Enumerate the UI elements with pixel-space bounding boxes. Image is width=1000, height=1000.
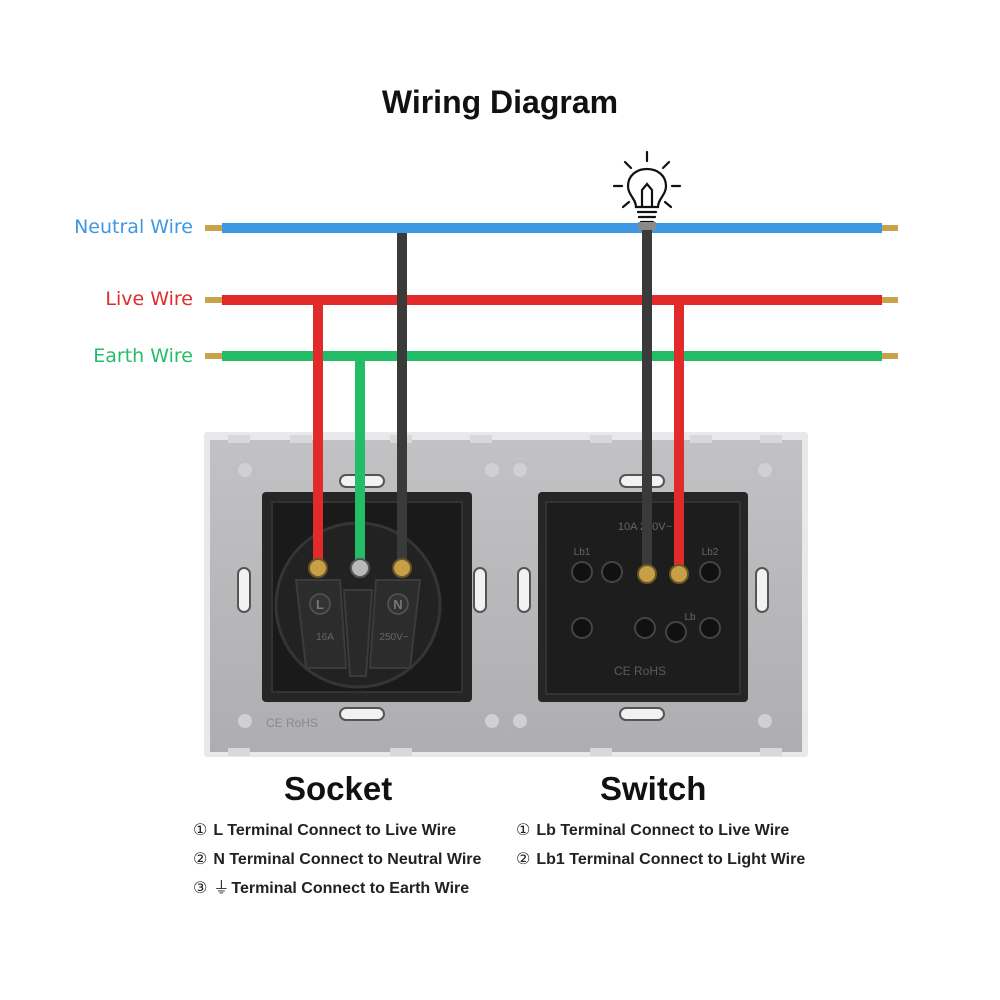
- switch-terminal-label-lb: Lb: [684, 612, 696, 623]
- earth-symbol-icon: ⏚: [213, 878, 230, 897]
- socket-terminal-label-l: L: [316, 597, 324, 612]
- neutral-wire-label: Neutral Wire: [74, 216, 193, 238]
- switch-marks: CE RoHS: [614, 664, 666, 678]
- socket-earth-drop: [355, 361, 365, 565]
- live-wire: [222, 295, 882, 305]
- socket-rating-left: 16A: [316, 632, 334, 643]
- terminal-screws: [308, 558, 689, 584]
- switch-live-drop: [674, 305, 684, 572]
- neutral-wire: [222, 223, 882, 233]
- socket-title: Socket: [284, 770, 393, 807]
- lamp-wire: [642, 224, 652, 572]
- socket-neutral-drop: [397, 233, 407, 565]
- drop-wires: [313, 222, 684, 572]
- socket-terminal-label-n: N: [393, 597, 402, 612]
- socket-note: ③⏚Terminal Connect to Earth Wire: [193, 878, 470, 897]
- bus-wires: [205, 223, 898, 361]
- switch-terminal-label-lb2: Lb2: [702, 547, 719, 558]
- earth-wire-label: Earth Wire: [93, 345, 193, 367]
- plate-marks: CE RoHS: [266, 716, 318, 730]
- diagram-title: Wiring Diagram: [381, 84, 619, 120]
- live-wire-label: Live Wire: [105, 288, 193, 310]
- light-bulb-icon: [612, 150, 682, 224]
- switch-terminal-label-lb1: Lb1: [574, 547, 591, 558]
- socket-rating-right: 250V~: [379, 632, 408, 643]
- socket-live-drop: [313, 305, 323, 565]
- earth-wire: [222, 351, 882, 361]
- switch-title: Switch: [600, 770, 707, 807]
- socket-module: L N 16A 250V~: [262, 492, 472, 702]
